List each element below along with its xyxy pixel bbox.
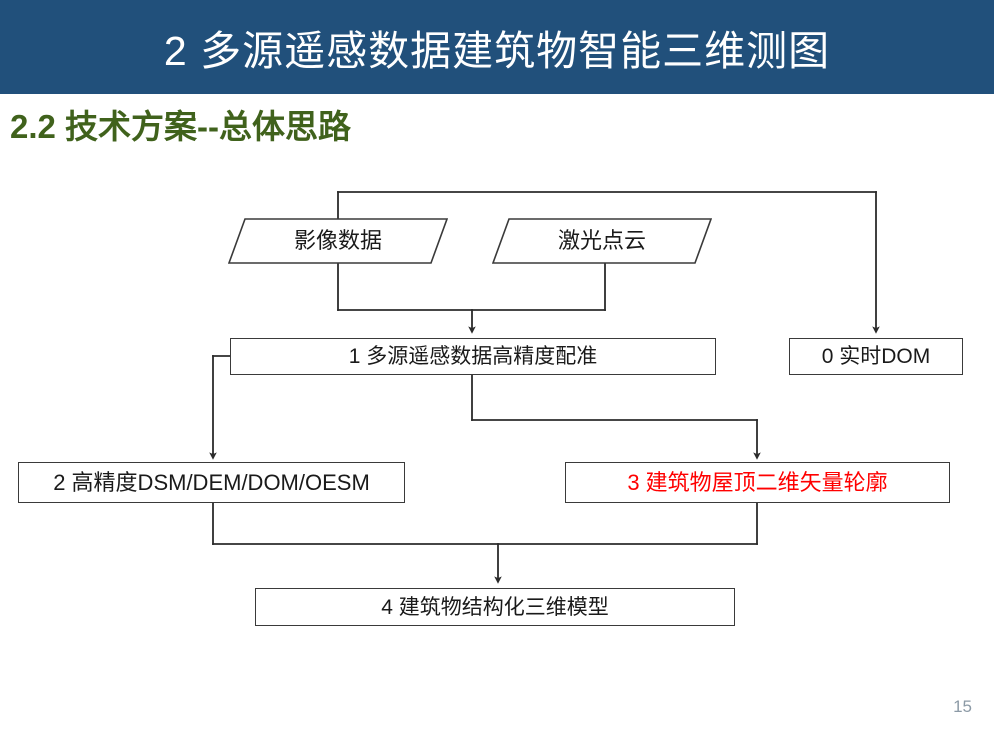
- flow-node-laser-point-cloud[interactable]: 激光点云: [492, 218, 712, 264]
- flow-node-label: 激光点云: [557, 228, 646, 253]
- flow-node-label: 影像数据: [293, 228, 382, 253]
- flow-node-step-1-registration[interactable]: 1 多源遥感数据高精度配准: [230, 338, 716, 375]
- slide-header-band: 2 多源遥感数据建筑物智能三维测图: [0, 0, 994, 94]
- parallelogram-shape: [228, 218, 448, 264]
- flow-node-step-0-realtime-dom[interactable]: 0 实时DOM: [789, 338, 963, 375]
- flow-node-step-4-structured-3d-model[interactable]: 4 建筑物结构化三维模型: [255, 588, 735, 626]
- flow-node-label: 1 多源遥感数据高精度配准: [348, 345, 598, 368]
- page-number: 15: [953, 697, 972, 716]
- parallelogram-shape: [492, 218, 712, 264]
- flow-node-label: 3 建筑物屋顶二维矢量轮廓: [627, 469, 888, 495]
- flow-node-step-2-dsm-dem-dom-oesm[interactable]: 2 高精度DSM/DEM/DOM/OESM: [18, 462, 405, 503]
- section-subtitle: 2.2 技术方案--总体思路: [10, 108, 352, 145]
- flow-node-label: 2 高精度DSM/DEM/DOM/OESM: [53, 469, 370, 495]
- flow-node-label: 4 建筑物结构化三维模型: [381, 595, 609, 619]
- flow-node-step-3-roof-vector-outline[interactable]: 3 建筑物屋顶二维矢量轮廓: [565, 462, 950, 503]
- flow-node-image-data[interactable]: 影像数据: [228, 218, 448, 264]
- flow-node-label: 0 实时DOM: [821, 345, 931, 368]
- page-title: 2 多源遥感数据建筑物智能三维测图: [163, 28, 831, 74]
